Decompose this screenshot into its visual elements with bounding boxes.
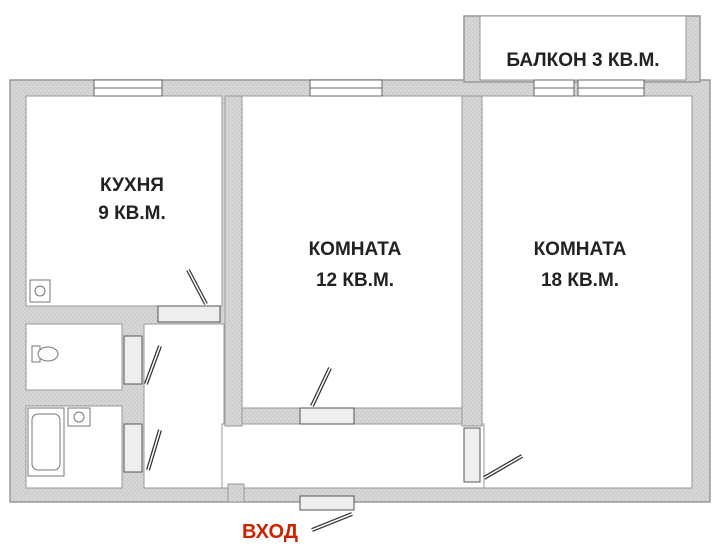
stove-icon — [29, 279, 51, 303]
door-swing-icon — [310, 367, 332, 407]
door-swing-icon — [186, 269, 208, 305]
window-icon — [533, 79, 575, 97]
entrance-label: ВХОД — [242, 521, 298, 543]
room-mid-area: 12 КВ.М. — [316, 270, 394, 291]
door-swing-icon — [482, 454, 524, 480]
sink-icon — [67, 407, 91, 427]
corridor-floor — [221, 423, 485, 489]
door-swing-icon — [311, 512, 353, 532]
door-swing-icon — [144, 345, 162, 385]
kitchen-area: 9 КВ.М. — [98, 203, 166, 224]
room-floors — [25, 95, 693, 489]
kitchen-name: КУХНЯ — [100, 175, 164, 196]
window-icon — [309, 79, 383, 97]
room-mid-floor — [241, 95, 463, 409]
balcony-label: БАЛКОН 3 КВ.М. — [506, 50, 659, 71]
room-right-name: КОМНАТА — [534, 239, 627, 260]
windows — [93, 79, 645, 97]
window-icon — [577, 79, 645, 97]
room-right-area: 18 КВ.М. — [541, 270, 619, 291]
bathtub-icon — [27, 407, 65, 477]
window-icon — [93, 79, 163, 97]
wall-stubs — [224, 95, 483, 503]
room-right-floor — [481, 95, 693, 489]
doors — [123, 269, 524, 532]
hallway-floor — [143, 323, 225, 489]
toilet-icon — [31, 345, 59, 363]
room-mid-name: КОМНАТА — [309, 239, 402, 260]
door-swing-icon — [146, 429, 162, 471]
